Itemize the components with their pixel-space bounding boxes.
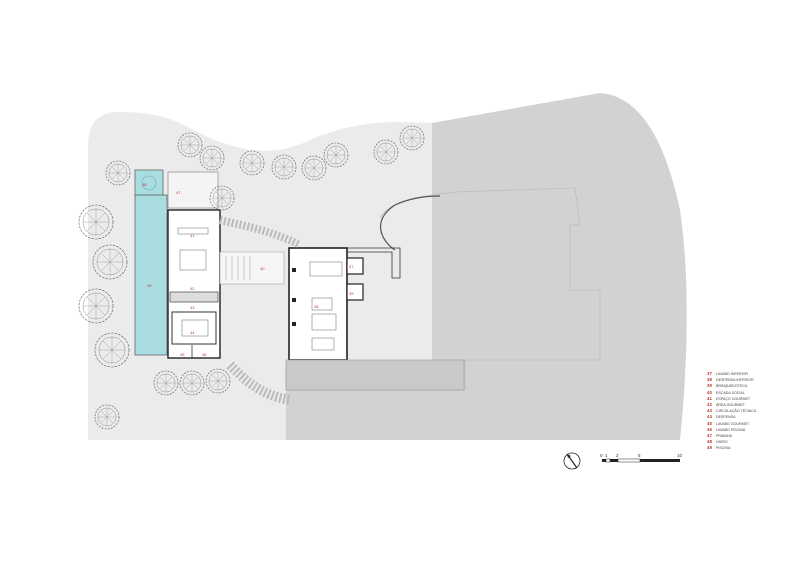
legend-item: 47 PRAINHA	[707, 433, 795, 439]
room-40-label: 40	[260, 266, 265, 271]
gourmet-pavilion	[167, 209, 221, 359]
svg-text:5: 5	[638, 453, 641, 458]
legend-item: 42 ÁREA GOURMET	[707, 402, 795, 408]
legend-item: 44 DESPENSA	[707, 414, 795, 420]
legend-label: PISCINA	[716, 446, 731, 451]
legend-number: 46	[707, 426, 712, 432]
curved-wall	[380, 195, 441, 251]
room-49-label: 49	[147, 283, 152, 288]
legend-number: 38	[707, 377, 712, 383]
room-44-label: 44	[190, 330, 195, 335]
north-arrow	[563, 452, 581, 470]
room-37-label: 37	[349, 264, 354, 269]
room-43-label: 43	[190, 305, 195, 310]
lower-house	[288, 247, 401, 361]
svg-text:2: 2	[616, 453, 619, 458]
legend-item: 49 PISCINA	[707, 445, 795, 451]
pool	[134, 194, 168, 356]
legend-item: 40 ESCADA SOCIAL	[707, 390, 795, 396]
legend-label: LAVABO PISCINA	[716, 427, 746, 432]
legend-number: 42	[707, 402, 712, 408]
room-39-label: 39	[349, 291, 354, 296]
terrace	[285, 359, 465, 391]
legend-number: 44	[707, 414, 712, 420]
legend-item: 41 ESPAÇO GOURMET	[707, 396, 795, 402]
legend-label: LAVABO INFERIOR	[716, 372, 749, 377]
legend-number: 49	[707, 445, 712, 451]
room-48-label: 48	[142, 182, 147, 187]
room-47-label: 47	[176, 190, 181, 195]
legend-item: 45 LAVABO GOURMET	[707, 421, 795, 427]
room-38-label: 38	[314, 304, 319, 309]
hydro	[134, 169, 164, 196]
legend-item: 37 LAVABO INFERIOR	[707, 371, 795, 377]
legend-item: 46 LAVABO PISCINA	[707, 427, 795, 433]
legend-label: BRINQUEDOTECA	[716, 384, 748, 389]
legend-label: LAVABO GOURMET	[716, 421, 750, 426]
room-46-label: 46	[202, 352, 207, 357]
legend-number: 40	[707, 389, 712, 395]
legend-number: 45	[707, 420, 712, 426]
neighbor-terrain	[286, 93, 687, 440]
legend-number: 43	[707, 408, 712, 414]
room-41-label: 41	[190, 233, 195, 238]
legend-label: HIDRO	[716, 440, 728, 445]
gravel-path	[219, 216, 302, 249]
legend-item: 38 DESPENSA INFERIOR	[707, 377, 795, 383]
legend-number: 48	[707, 439, 712, 445]
room-45-label: 45	[180, 352, 185, 357]
svg-text:10: 10	[677, 453, 683, 458]
svg-text:0: 0	[600, 453, 603, 458]
legend-label: ESPAÇO GOURMET	[716, 396, 751, 401]
legend-label: PRAINHA	[716, 433, 732, 438]
legend-item: 48 HIDRO	[707, 439, 795, 445]
legend-label: ESCADA SOCIAL	[716, 390, 745, 395]
room-42-label: 42	[190, 286, 195, 291]
legend-number: 47	[707, 432, 712, 438]
legend-label: DESPENSA INFERIOR	[716, 378, 754, 383]
social-stair	[219, 251, 285, 285]
svg-text:1: 1	[605, 453, 608, 458]
legend-number: 41	[707, 395, 712, 401]
legend-item: 39 BRINQUEDOTECA	[707, 383, 795, 389]
legend-item: 43 CIRCULAÇÃO TÉCNICA	[707, 408, 795, 414]
room-legend: 37 LAVABO INFERIOR 38 DESPENSA INFERIOR 39 BR…	[707, 371, 795, 451]
scale-bar: 0 1 2 5 10	[600, 453, 683, 463]
legend-number: 37	[707, 371, 712, 377]
legend-label: CIRCULAÇÃO TÉCNICA	[716, 409, 757, 414]
legend-number: 39	[707, 383, 712, 389]
legend-label: DESPENSA	[716, 415, 736, 420]
legend-label: ÁREA GOURMET	[716, 403, 745, 408]
